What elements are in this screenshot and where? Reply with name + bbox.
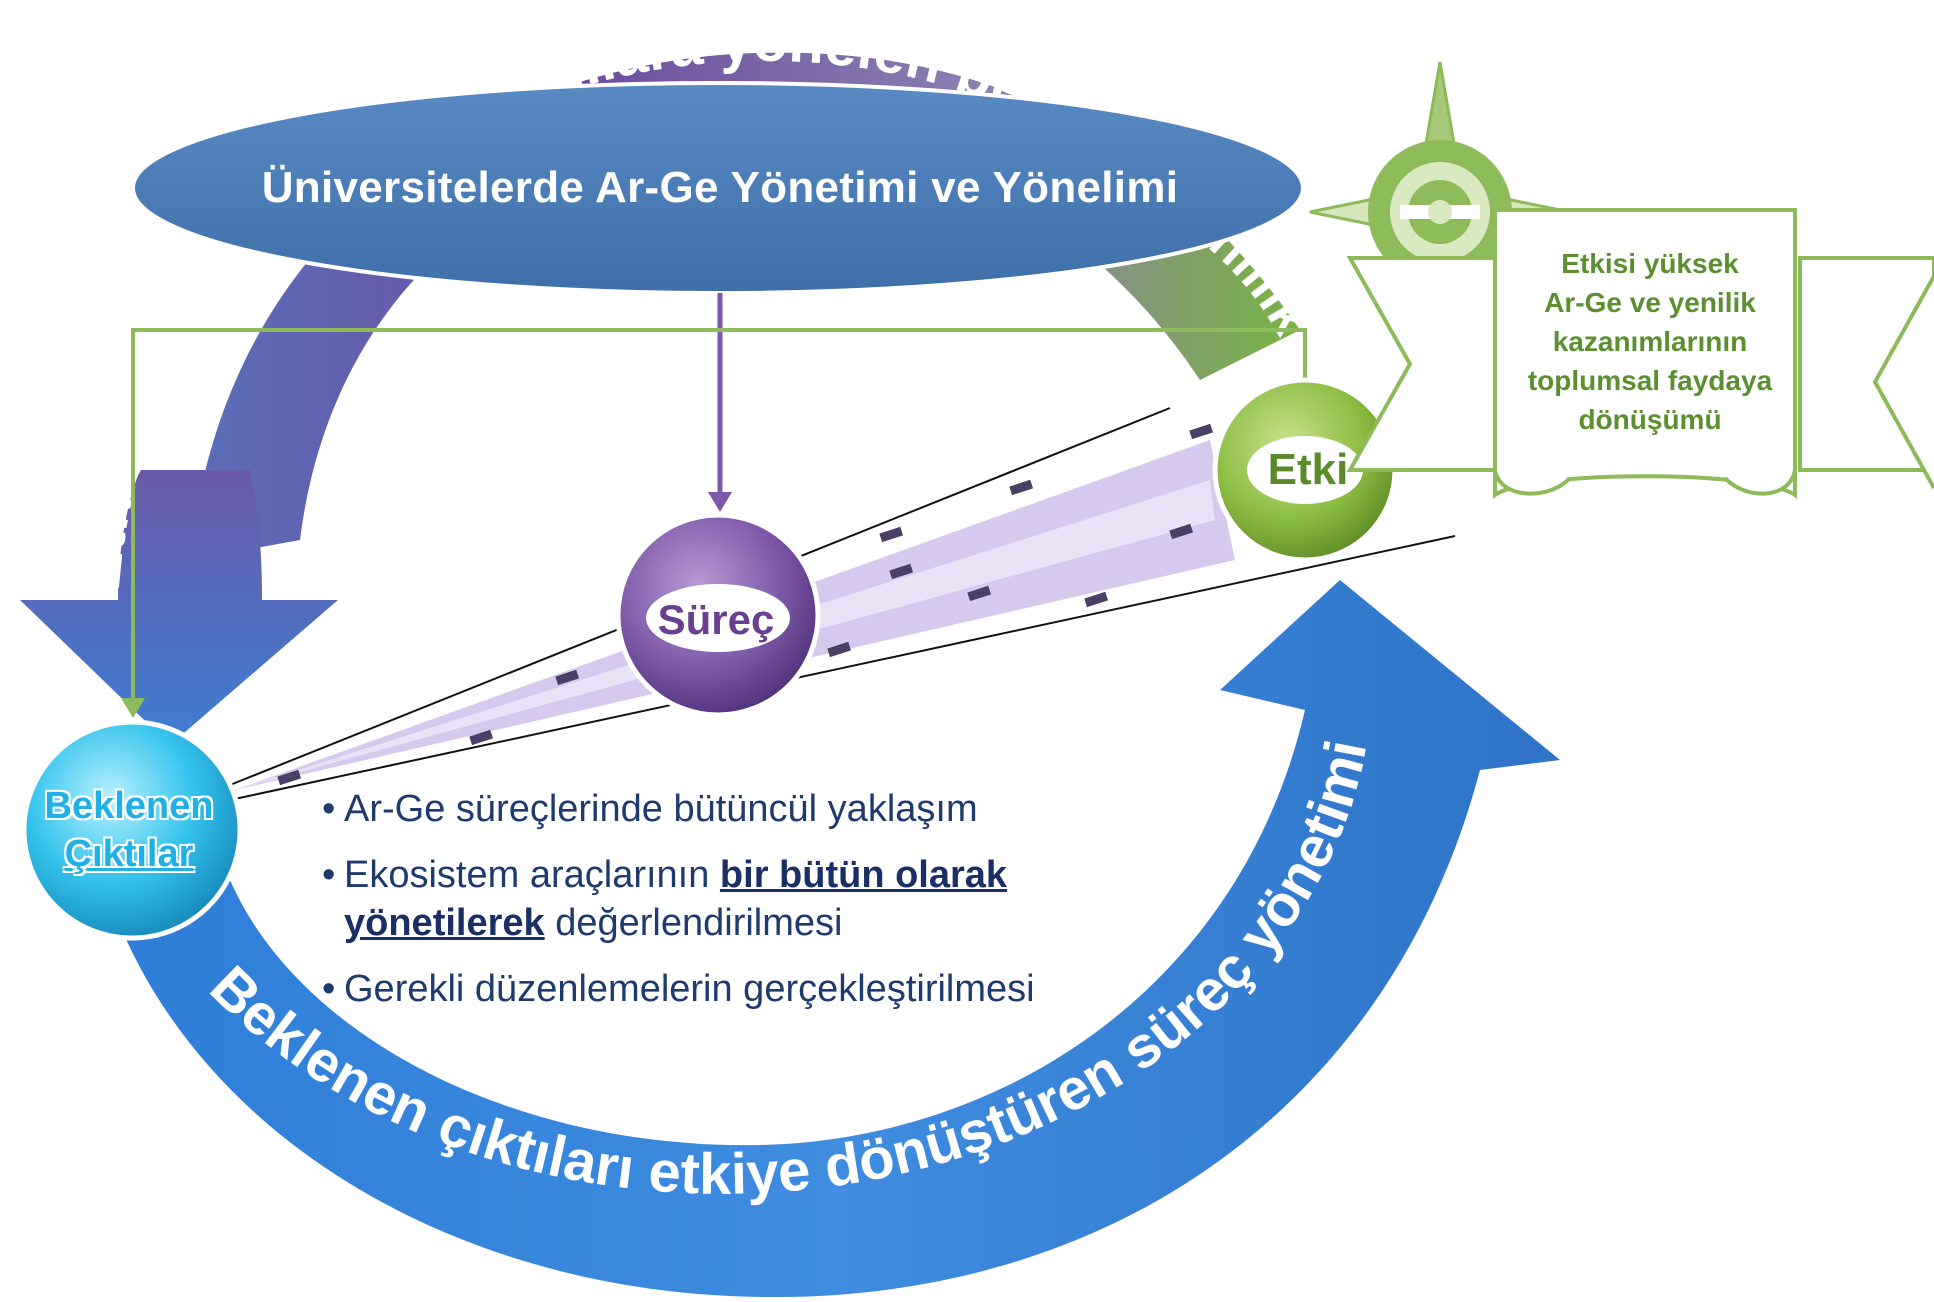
bullet-marker: • [322,968,336,1010]
scroll-line-2: Ar-Ge ve yenilik [1544,287,1756,318]
page-title: Üniversitelerde Ar-Ge Yönetimi ve Yöneli… [261,162,1179,212]
surec-node-highlight [646,584,790,652]
beklenen-ciktilar-label: Beklenen Çıktılar [14,770,244,890]
bullet-item-3: • Gerekli düzenlemelerin gerçekleştirilm… [322,965,1182,1013]
scroll-line-5: dönüşümü [1578,404,1722,435]
bullet-item-1-text: Ar-Ge süreçlerinde bütüncül yaklaşım [344,788,978,830]
feedback-connector [131,328,1307,700]
beklenen-label-line2: Çıktılar [64,833,194,875]
surec-label: Süreç [657,596,775,643]
compass-icon [1309,61,1571,363]
bullet-item-2: • Ekosistem araçlarının bir bütün olarak… [322,851,1182,947]
bullet-marker: • [322,788,336,830]
bullet-marker: • [322,854,336,896]
scroll-line-1: Etkisi yüksek [1561,248,1739,279]
etki-label: Etki [1267,445,1349,494]
etki-node-highlight [1247,436,1363,504]
feedback-arrowhead [121,698,145,718]
bullet-item-2-pre: Ekosistem araçlarının [344,854,720,896]
scroll-banner-text: Etkisi yüksek Ar-Ge ve yenilik kazanımla… [1500,244,1800,444]
bullet-list: • Ar-Ge süreçlerinde bütüncül yaklaşım •… [322,785,1182,1031]
scroll-line-4: toplumsal faydaya [1527,365,1773,396]
bullet-item-2-emphasis: bir bütün olarak yönetilerek [344,854,1008,944]
ellipse-to-surec-arrowhead [708,492,732,512]
beklenen-node [21,719,243,941]
bullet-item-3-text: Gerekli düzenlemelerin gerçekleştirilmes… [344,968,1035,1010]
bullet-item-1: • Ar-Ge süreçlerinde bütüncül yaklaşım [322,785,1182,833]
beklenen-label-line1: Beklenen [44,785,214,827]
funnel-markers [277,423,1214,786]
bottom-arc-band [110,580,1560,1298]
bullet-item-2-post: değerlendirilmesi [544,902,843,944]
left-arrow [20,470,338,745]
funnel-lower-edge [229,535,1456,801]
scroll-banner [1346,208,1934,499]
scroll-line-3: kazanımlarının [1552,326,1748,357]
